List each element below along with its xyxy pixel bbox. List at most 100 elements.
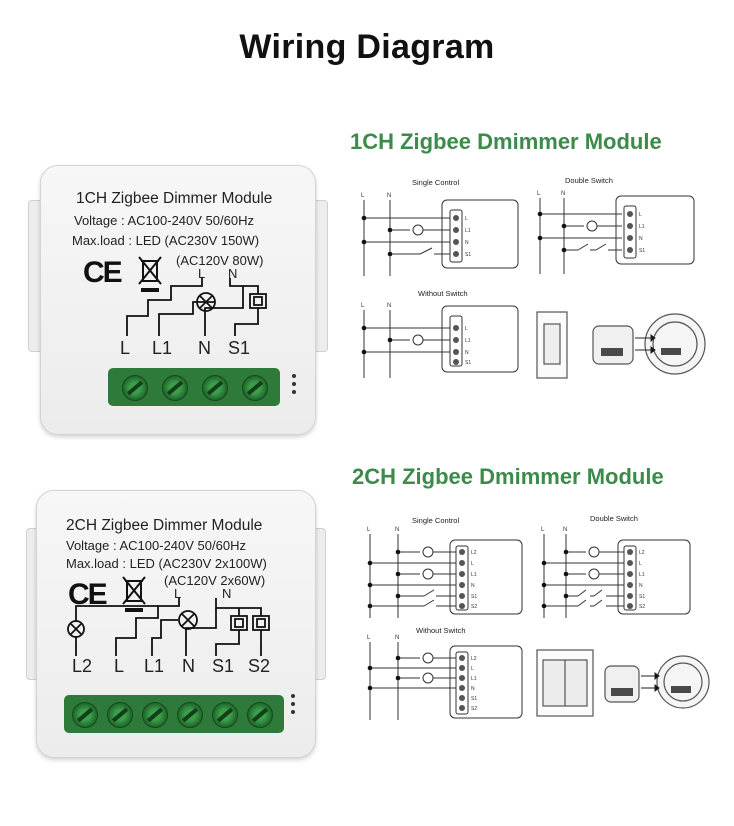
pin-label-l: L — [465, 326, 468, 332]
module-voltage: Voltage : AC100-240V 50/60Hz — [74, 213, 254, 228]
pin-label-l2: L2 — [471, 550, 477, 556]
wire-label-l: L — [174, 586, 182, 601]
pin-label-l1: L1 — [471, 676, 477, 682]
indicator-dot — [292, 374, 296, 378]
pin-label-l1: L1 — [471, 572, 477, 578]
screw-terminal — [72, 702, 98, 728]
wiring-diagram-2ch-without: L N L2 L L1 N S1 S2 — [367, 635, 523, 720]
screw-terminal — [212, 702, 238, 728]
bus-label-n: N — [387, 193, 391, 199]
diagram-label-double-switch-2ch: Double Switch — [590, 514, 638, 523]
terminal-label-s1: S1 — [228, 338, 251, 358]
terminal-label-l1: L1 — [144, 656, 165, 676]
pin-label-l: L — [471, 561, 474, 567]
module-maxload: Max.load : LED (AC230V 150W) — [72, 233, 260, 248]
pin-label-s1: S1 — [465, 252, 471, 258]
section-title-1ch: 1CH Zigbee Dmimmer Module — [350, 129, 662, 154]
indicator-dot — [292, 382, 296, 386]
bus-label-n: N — [387, 303, 391, 309]
screw-terminal — [202, 375, 228, 401]
diagram-label-single-control-1ch: Single Control — [412, 178, 460, 187]
module-voltage: Voltage : AC100-240V 50/60Hz — [66, 538, 246, 553]
module-1ch: 1CH Zigbee Dimmer Module Voltage : AC100… — [28, 160, 328, 445]
install-illustration-1ch — [536, 311, 706, 379]
terminal-label-n: N — [182, 656, 195, 676]
screw-terminal — [122, 375, 148, 401]
pin-label-l1: L1 — [639, 572, 645, 578]
terminal-label-l: L — [114, 656, 125, 676]
pin-label-s1: S1 — [639, 248, 645, 254]
pin-label-l: L — [471, 666, 474, 672]
pin-label-n: N — [639, 236, 643, 242]
screw-terminal — [177, 702, 203, 728]
pin-label-l: L — [639, 212, 642, 218]
bus-label-n: N — [395, 635, 399, 641]
terminal-block — [64, 695, 284, 733]
wiring-diagram-2ch-double: L N L2 L L1 N S1 S2 — [541, 527, 691, 618]
wiring-diagram-2ch-single: L N L2 L L1 N S1 S2 — [367, 527, 523, 618]
pin-label-n: N — [465, 350, 469, 356]
pin-label-l2: L2 — [639, 550, 645, 556]
module-maxload-120v: (AC120V 2x60W) — [164, 573, 266, 588]
module-wiring-print — [67, 598, 270, 656]
weee-bin-icon — [138, 256, 162, 292]
pin-label-l1: L1 — [465, 228, 471, 234]
screw-terminal — [162, 375, 188, 401]
diagram-label-double-switch-1ch: Double Switch — [565, 176, 613, 185]
screw-terminal — [142, 702, 168, 728]
bus-label-l: L — [361, 303, 365, 309]
terminal-label-l2: L2 — [72, 656, 93, 676]
terminal-label-l: L — [120, 338, 131, 358]
bus-label-l: L — [537, 191, 541, 197]
module-name: 1CH Zigbee Dimmer Module — [76, 190, 273, 207]
indicator-dot — [292, 390, 296, 394]
bus-label-l: L — [541, 527, 545, 533]
pin-label-l1: L1 — [639, 224, 645, 230]
bus-label-l: L — [367, 635, 371, 641]
pin-label-s2: S2 — [471, 604, 477, 610]
ce-mark: CE — [83, 256, 123, 289]
terminal-label-n: N — [198, 338, 211, 358]
wire-label-n: N — [228, 266, 238, 281]
pin-label-s1: S1 — [471, 696, 477, 702]
pin-label-s2: S2 — [639, 604, 645, 610]
bus-label-n: N — [563, 527, 567, 533]
module-maxload-120v: (AC120V 80W) — [176, 253, 264, 268]
pin-label-s2: S2 — [471, 706, 477, 712]
bus-label-n: N — [561, 191, 565, 197]
terminal-label-s1: S1 — [212, 656, 235, 676]
wiring-diagram-1ch-double: L N L L1 N S1 — [537, 191, 695, 274]
module-2ch: 2CH Zigbee Dimmer Module Voltage : AC100… — [26, 488, 326, 763]
pin-label-n: N — [639, 583, 643, 589]
pin-label-s1: S1 — [465, 360, 471, 366]
bus-label-l: L — [361, 193, 365, 199]
pin-label-s1: S1 — [639, 594, 645, 600]
screw-terminal — [107, 702, 133, 728]
wire-label-l: L — [198, 266, 206, 281]
bus-label-n: N — [395, 527, 399, 533]
screw-terminal — [242, 375, 268, 401]
pin-label-l2: L2 — [471, 656, 477, 662]
pin-label-n: N — [471, 686, 475, 692]
module-name: 2CH Zigbee Dimmer Module — [66, 517, 263, 534]
diagram-label-without-switch-1ch: Without Switch — [418, 289, 468, 298]
pin-label-s1: S1 — [471, 594, 477, 600]
pin-label-n: N — [465, 240, 469, 246]
wire-label-n: N — [222, 586, 232, 601]
wiring-diagram-1ch-single: L N L L1 N S1 — [361, 193, 519, 276]
bus-label-l: L — [367, 527, 371, 533]
module-wiring-print — [126, 278, 267, 336]
pin-label-l1: L1 — [465, 338, 471, 344]
section-title-2ch: 2CH Zigbee Dmimmer Module — [352, 464, 664, 489]
module-maxload: Max.load : LED (AC230V 2x100W) — [66, 556, 267, 571]
screw-terminal — [247, 702, 273, 728]
terminal-label-s2: S2 — [248, 656, 271, 676]
terminal-label-l1: L1 — [152, 338, 173, 358]
indicator-dot — [291, 710, 295, 714]
pin-label-n: N — [471, 583, 475, 589]
weee-bin-icon — [122, 576, 146, 612]
wiring-diagram-1ch-without: L N L L1 N S1 — [361, 303, 519, 378]
diagram-label-without-switch-2ch: Without Switch — [416, 626, 466, 635]
install-illustration-2ch — [536, 649, 710, 717]
indicator-dot — [291, 702, 295, 706]
